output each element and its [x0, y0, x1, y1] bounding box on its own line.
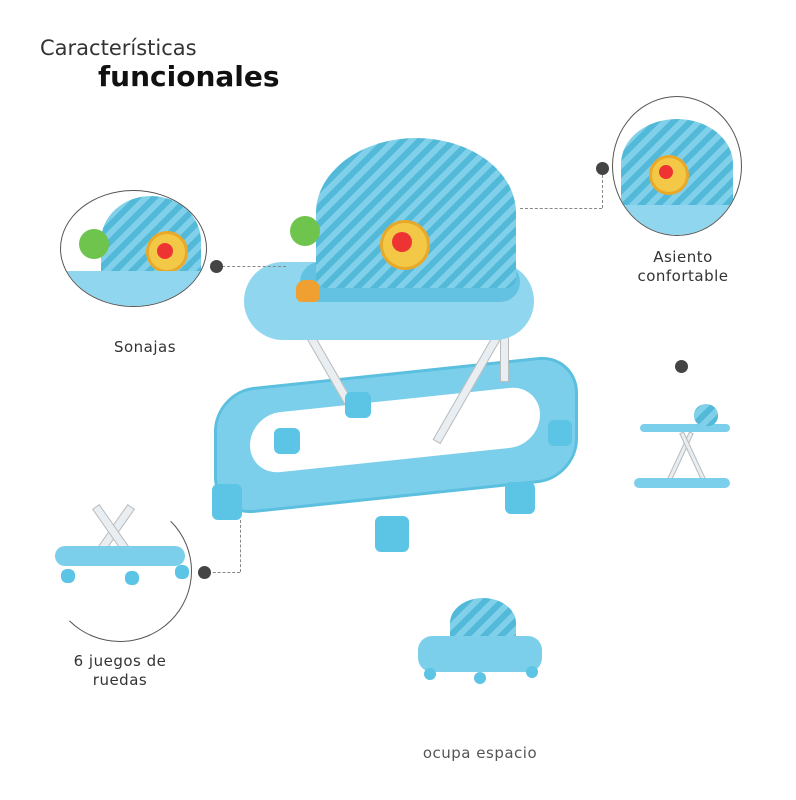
space-label: ocupa espacio — [422, 744, 538, 762]
rattles-marker-dot — [210, 260, 223, 273]
height-marker-dot — [675, 360, 688, 373]
rattles-detail-image — [60, 190, 207, 307]
rattles-label: Sonajas — [113, 338, 177, 356]
wheels-label: 6 juegos de ruedas — [73, 652, 167, 689]
seat-label: Asiento confortable — [637, 248, 729, 285]
seat-marker-dot — [596, 162, 609, 175]
wheels-marker-dot — [198, 566, 211, 579]
title-line-2: funcionales — [98, 60, 280, 93]
seat-detail-image — [612, 96, 742, 236]
title-line-1: Características — [40, 36, 197, 60]
wheels-detail-image — [48, 500, 192, 642]
